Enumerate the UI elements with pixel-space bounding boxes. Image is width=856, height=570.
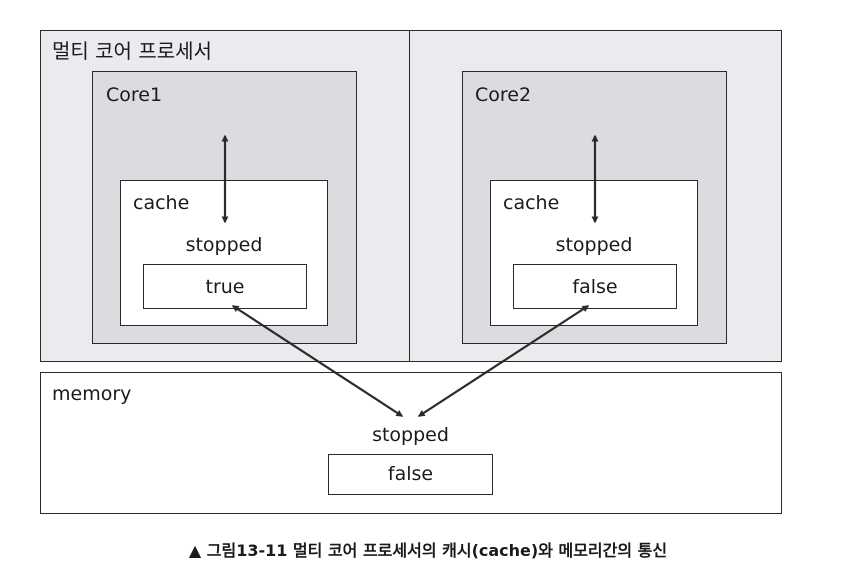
memory-label: memory <box>52 383 132 405</box>
processor-divider <box>409 30 410 362</box>
processor-title: 멀티 코어 프로세서 <box>52 39 212 63</box>
core1-cache-label: cache <box>133 192 190 214</box>
memory-value: false <box>387 463 434 485</box>
core1-value-box <box>143 264 307 309</box>
core1-memory-arrow <box>231 305 404 417</box>
core1-stopped-label: stopped <box>185 234 263 256</box>
core2-stopped-label: stopped <box>555 234 633 256</box>
figure-caption: ▲ 그림13-11 멀티 코어 프로세서의 캐시(cache)와 메모리간의 통… <box>188 541 668 560</box>
core1-label: Core1 <box>106 84 163 106</box>
core1-value: true <box>205 276 245 298</box>
core2-cache-label: cache <box>503 192 560 214</box>
core2-value: false <box>572 276 618 298</box>
core2-label: Core2 <box>475 84 532 106</box>
memory-stopped-label: stopped <box>372 424 449 446</box>
memory-value-box <box>328 454 493 495</box>
core2-value-box <box>513 264 677 309</box>
core2-memory-arrow <box>417 305 590 417</box>
